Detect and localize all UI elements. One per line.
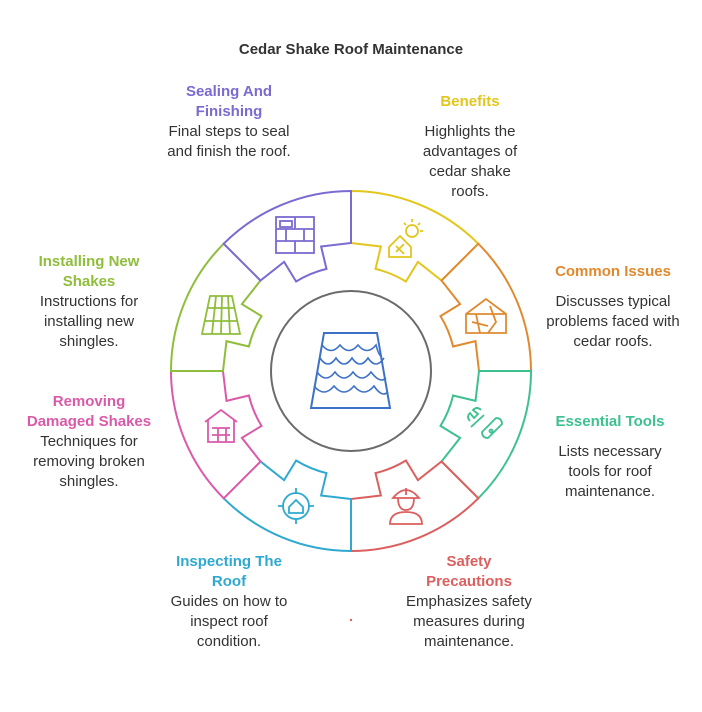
ring-segment-safety (350, 459, 480, 553)
section-title: Installing New Shakes (38, 253, 140, 290)
label-benefits: Benefits Highlights the advantages of ce… (410, 92, 530, 202)
section-title: Removing Damaged Shakes (26, 393, 152, 430)
label-common-issues: Common Issues Discusses typical problems… (540, 262, 686, 352)
label-installing-new-shakes: Installing New Shakes Instructions for i… (24, 252, 154, 352)
ring-segment-inspecting (222, 459, 352, 553)
label-sealing-and-finishing: Sealing And Finishing Final steps to sea… (157, 82, 301, 162)
cedar-shake-roof-icon (309, 332, 392, 409)
tools-icon (467, 407, 503, 439)
section-title: Essential Tools (555, 413, 665, 430)
section-title: Common Issues (555, 263, 671, 280)
section-description: Emphasizes safety measures during mainte… (406, 593, 532, 650)
house-target-icon (278, 488, 314, 524)
decorative-dot (349, 618, 353, 622)
ring-segment-common-issues (439, 242, 533, 372)
section-description: Discusses typical problems faced with ce… (546, 293, 680, 350)
paint-roller-wall-icon (275, 216, 315, 254)
section-title: Sealing And Finishing (185, 83, 273, 120)
house-removal-icon (204, 408, 238, 443)
ring-segment-essential-tools (439, 370, 533, 500)
section-title: Inspecting The Roof (176, 553, 282, 590)
section-description: Techniques for removing broken shingles. (33, 433, 145, 490)
label-removing-damaged-shakes: Removing Damaged Shakes Techniques for r… (20, 392, 158, 492)
section-description: Instructions for installing new shingles… (39, 293, 139, 350)
section-description: Final steps to seal and finish the roof. (167, 123, 291, 160)
section-title: Safety Precautions (426, 553, 512, 590)
house-sun-icon (388, 219, 423, 258)
damaged-house-icon (465, 297, 507, 334)
ring-segment-sealing (222, 189, 352, 283)
center-circle (270, 290, 432, 452)
section-description: Lists necessary tools for roof maintenan… (558, 443, 662, 500)
section-description: Guides on how to inspect roof condition. (170, 593, 288, 650)
roof-tiles-icon (200, 295, 242, 335)
worker-helmet-icon (389, 488, 423, 525)
section-description: Highlights the advantages of cedar shake… (422, 123, 518, 200)
section-title: Benefits (440, 93, 500, 110)
label-essential-tools: Essential Tools Lists necessary tools fo… (545, 412, 675, 502)
label-inspecting-the-roof: Inspecting The Roof Guides on how to ins… (159, 552, 299, 652)
label-safety-precautions: Safety Precautions Emphasizes safety mea… (404, 552, 534, 652)
page-title: Cedar Shake Roof Maintenance (238, 41, 464, 58)
